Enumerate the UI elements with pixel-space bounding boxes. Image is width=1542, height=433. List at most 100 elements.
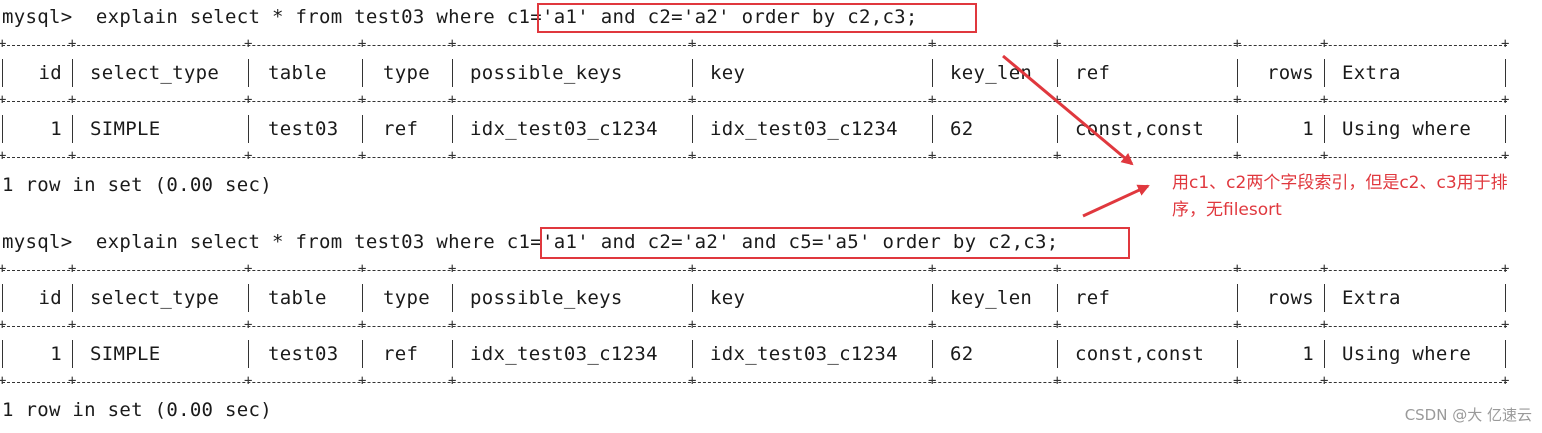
table-border: +++++++++++: [0, 374, 1509, 388]
border-corner: +: [1501, 36, 1510, 52]
border-corner: +: [358, 36, 367, 52]
column-divider: [248, 59, 249, 87]
cell-extra: Using where: [1342, 343, 1472, 365]
border-corner: +: [928, 317, 937, 333]
border-corner: +: [244, 36, 253, 52]
column-divider: [72, 59, 73, 87]
highlight-box-query1: [537, 3, 977, 33]
border-corner: +: [688, 92, 697, 108]
table-border: +++++++++++: [0, 37, 1509, 51]
header-id: id: [38, 287, 62, 309]
header-possible-keys: possible_keys: [470, 62, 623, 84]
column-divider: [1237, 59, 1238, 87]
result-summary-1: 1 row in set (0.00 sec): [2, 174, 272, 196]
border-corner: +: [928, 92, 937, 108]
border-corner: +: [244, 92, 253, 108]
column-divider: [248, 115, 249, 143]
prompt: mysql>: [2, 6, 73, 28]
cell-rows: 1: [1302, 343, 1314, 365]
header-table: table: [268, 62, 327, 84]
column-divider: [2, 340, 3, 368]
border-corner: +: [1053, 148, 1062, 164]
cell-key-len: 62: [950, 343, 974, 365]
border-corner: +: [448, 36, 457, 52]
border-corner: +: [1233, 36, 1242, 52]
column-divider: [72, 115, 73, 143]
border-corner: +: [1233, 92, 1242, 108]
cell-key: idx_test03_c1234: [710, 118, 898, 140]
command-line-1: mysql> explain select * from test03 wher…: [2, 3, 918, 31]
column-divider: [1057, 59, 1058, 87]
command-condition: c1='a1' and c2='a2' order by c2,c3: [506, 6, 906, 28]
column-divider: [932, 59, 933, 87]
arrow-to-note: [1002, 54, 1134, 166]
prompt: mysql>: [2, 231, 73, 253]
column-divider: [1324, 59, 1325, 87]
border-corner: +: [358, 373, 367, 389]
cell-key: idx_test03_c1234: [710, 343, 898, 365]
border-corner: +: [1053, 317, 1062, 333]
border-corner: +: [358, 261, 367, 277]
border-corner: +: [448, 148, 457, 164]
table-border: +++++++++++: [0, 262, 1509, 276]
column-divider: [692, 115, 693, 143]
column-divider: [1237, 284, 1238, 312]
border-corner: +: [928, 373, 937, 389]
column-divider: [932, 340, 933, 368]
cell-rows: 1: [1302, 118, 1314, 140]
border-corner: +: [448, 373, 457, 389]
border-corner: +: [358, 148, 367, 164]
border-corner: +: [1501, 92, 1510, 108]
border-corner: +: [1501, 261, 1510, 277]
cell-key-len: 62: [950, 118, 974, 140]
border-corner: +: [1320, 373, 1329, 389]
border-corner: +: [358, 317, 367, 333]
border-corner: +: [1501, 317, 1510, 333]
cell-table: test03: [268, 343, 339, 365]
header-id: id: [38, 62, 62, 84]
column-divider: [362, 340, 363, 368]
border-corner: +: [0, 261, 7, 277]
cell-table: test03: [268, 118, 339, 140]
header-key: key: [710, 287, 746, 309]
column-divider: [248, 284, 249, 312]
column-divider: [1057, 115, 1058, 143]
column-divider: [1057, 284, 1058, 312]
border-corner: +: [244, 148, 253, 164]
column-divider: [2, 59, 3, 87]
column-divider: [692, 284, 693, 312]
border-corner: +: [1320, 317, 1329, 333]
border-corner: +: [1501, 148, 1510, 164]
cell-select-type: SIMPLE: [90, 118, 161, 140]
column-divider: [452, 59, 453, 87]
border-corner: +: [0, 317, 7, 333]
highlight-box-query2: [540, 227, 1130, 259]
border-corner: +: [688, 261, 697, 277]
border-corner: +: [244, 373, 253, 389]
border-corner: +: [1233, 317, 1242, 333]
border-corner: +: [68, 317, 77, 333]
column-divider: [2, 115, 3, 143]
border-corner: +: [1233, 148, 1242, 164]
header-select-type: select_type: [90, 62, 220, 84]
arrow-to-note-2: [1082, 184, 1150, 218]
command-prefix: explain select * from test03 where: [95, 231, 507, 253]
table-border: +++++++++++: [0, 318, 1509, 332]
border-corner: +: [68, 92, 77, 108]
command-terminator: ;: [905, 6, 918, 28]
border-corner: +: [68, 36, 77, 52]
header-key-len: key_len: [950, 62, 1033, 84]
border-corner: +: [1320, 261, 1329, 277]
border-corner: +: [68, 373, 77, 389]
cell-id: 1: [50, 343, 62, 365]
header-type: type: [383, 287, 430, 309]
column-divider: [1057, 340, 1058, 368]
cell-type: ref: [383, 118, 419, 140]
column-divider: [362, 59, 363, 87]
border-corner: +: [0, 373, 7, 389]
header-extra: Extra: [1342, 287, 1401, 309]
column-divider: [362, 115, 363, 143]
border-corner: +: [688, 317, 697, 333]
